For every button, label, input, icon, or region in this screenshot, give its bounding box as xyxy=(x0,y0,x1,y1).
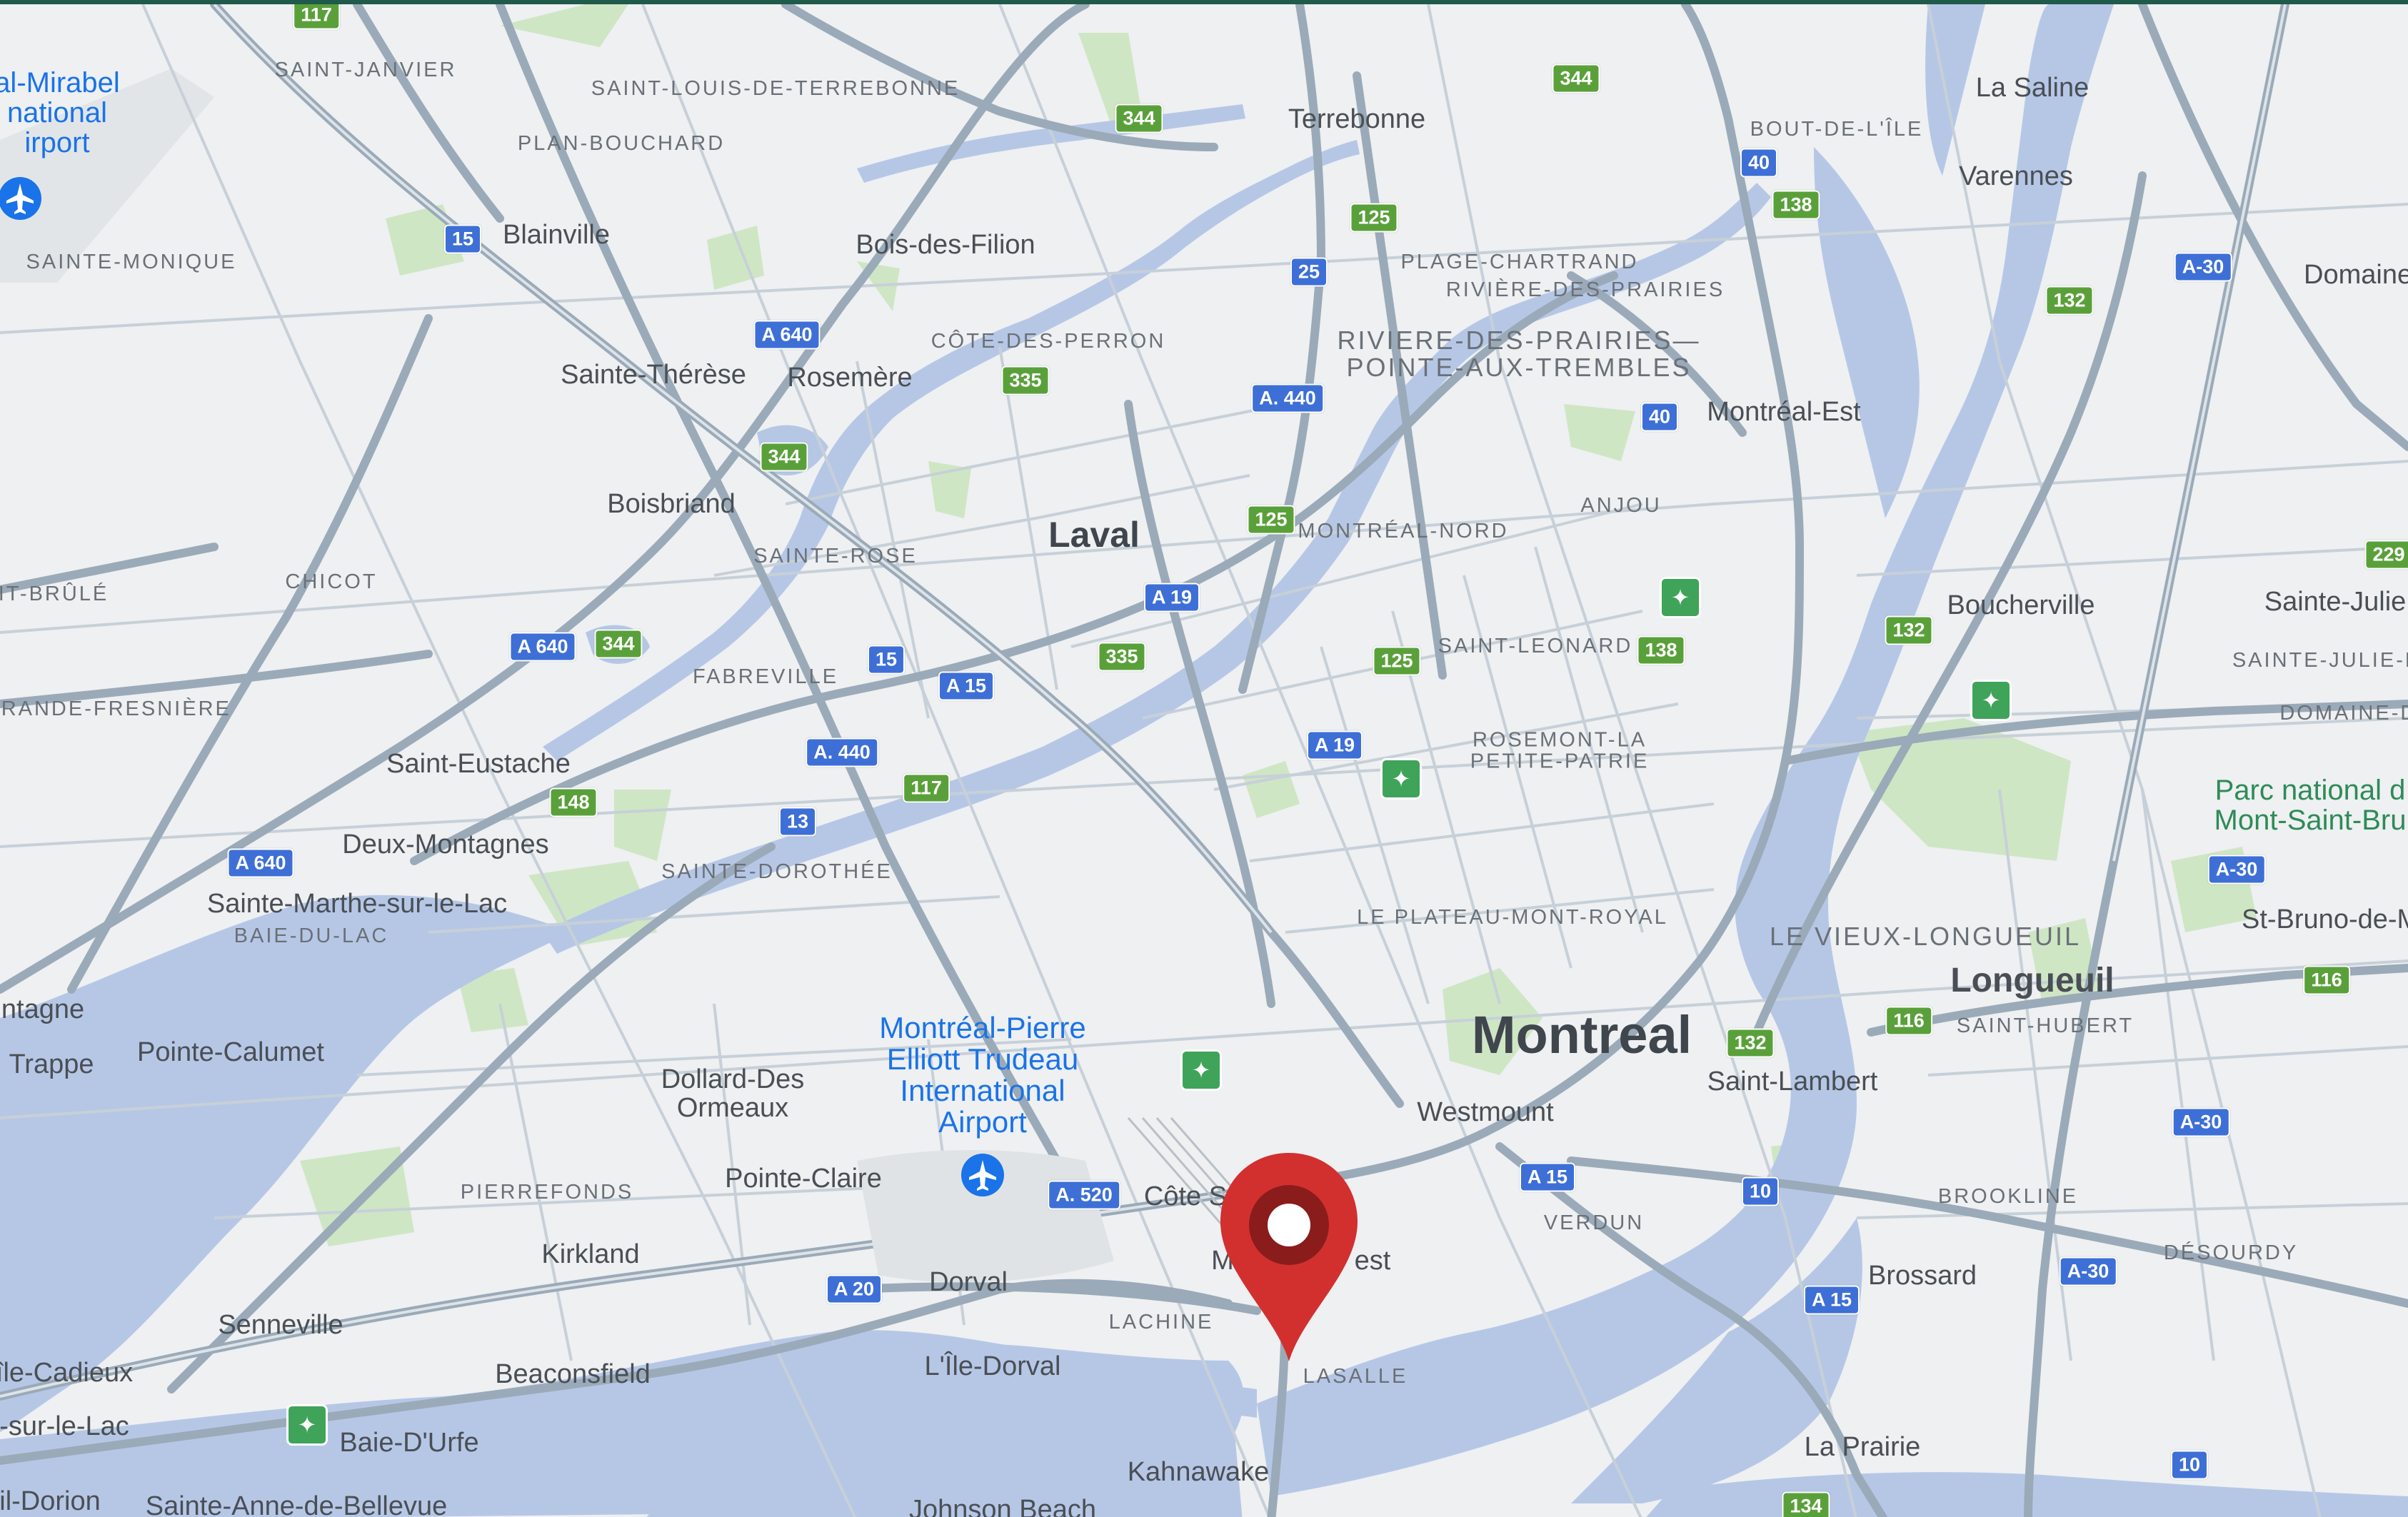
route-shield: 344 xyxy=(1552,64,1600,94)
route-shield: 335 xyxy=(1001,366,1050,395)
route-shield: A-30 xyxy=(2207,855,2266,885)
route-shield: 125 xyxy=(1247,505,1295,535)
route-shield: A 19 xyxy=(1143,583,1200,613)
route-shield: 116 xyxy=(2303,965,2350,995)
route-shield: A 19 xyxy=(1306,730,1363,760)
maple-leaf-icon[interactable]: ✦ xyxy=(1380,758,1422,800)
route-shield: 132 xyxy=(1726,1028,1775,1058)
route-shield: 40 xyxy=(1740,148,1778,178)
maple-leaf-icon[interactable]: ✦ xyxy=(1660,577,1701,618)
route-shield: A 640 xyxy=(227,848,294,878)
route-shield: A. 440 xyxy=(1251,383,1324,413)
route-shield: 138 xyxy=(1772,190,1820,220)
route-shield: A-30 xyxy=(2172,1107,2230,1137)
route-shield: 335 xyxy=(1098,642,1146,672)
route-shield: 132 xyxy=(2045,286,2094,316)
route-shield: A 15 xyxy=(1519,1162,1576,1192)
airplane-icon[interactable] xyxy=(0,175,44,222)
route-shield: 138 xyxy=(1637,635,1685,665)
route-shield: 148 xyxy=(549,787,598,817)
route-shield: 344 xyxy=(760,442,808,472)
route-shield: 15 xyxy=(443,224,482,254)
route-shield: 116 xyxy=(1885,1006,1932,1036)
maple-leaf-icon[interactable]: ✦ xyxy=(286,1404,328,1446)
route-shield: A 20 xyxy=(826,1274,883,1304)
route-shield: A 15 xyxy=(1803,1285,1860,1315)
route-shield: 344 xyxy=(1115,104,1163,133)
maple-leaf-icon[interactable]: ✦ xyxy=(1970,680,2012,721)
route-shield: 117 xyxy=(903,773,950,803)
route-shield: 10 xyxy=(1741,1176,1780,1206)
route-shield: 117 xyxy=(293,4,340,30)
airplane-icon[interactable] xyxy=(959,1151,1006,1199)
route-shield: 125 xyxy=(1373,646,1421,676)
maple-leaf-icon[interactable]: ✦ xyxy=(1180,1049,1222,1091)
route-shield: 132 xyxy=(1885,615,1933,645)
route-shield: 40 xyxy=(1640,402,1679,432)
route-shield: A-30 xyxy=(2174,252,2232,282)
route-shield: 344 xyxy=(594,629,643,659)
route-shield: A 15 xyxy=(938,671,995,701)
route-shield: A-30 xyxy=(2059,1256,2117,1286)
route-shield: A. 440 xyxy=(806,737,878,767)
route-shield: 10 xyxy=(2170,1450,2209,1480)
route-shield: 229 xyxy=(2364,540,2408,570)
route-shield: A. 520 xyxy=(1048,1180,1120,1210)
map-base-layer xyxy=(0,4,2408,1517)
location-pin-icon[interactable] xyxy=(1218,1150,1360,1364)
route-shield: 13 xyxy=(778,807,817,837)
route-shield: 25 xyxy=(1290,257,1328,287)
route-shield: A 640 xyxy=(509,632,576,662)
route-shield: A 640 xyxy=(753,320,821,350)
route-shield: 134 xyxy=(1782,1491,1830,1517)
route-shield: 15 xyxy=(867,645,905,675)
route-shield: 125 xyxy=(1350,203,1398,233)
